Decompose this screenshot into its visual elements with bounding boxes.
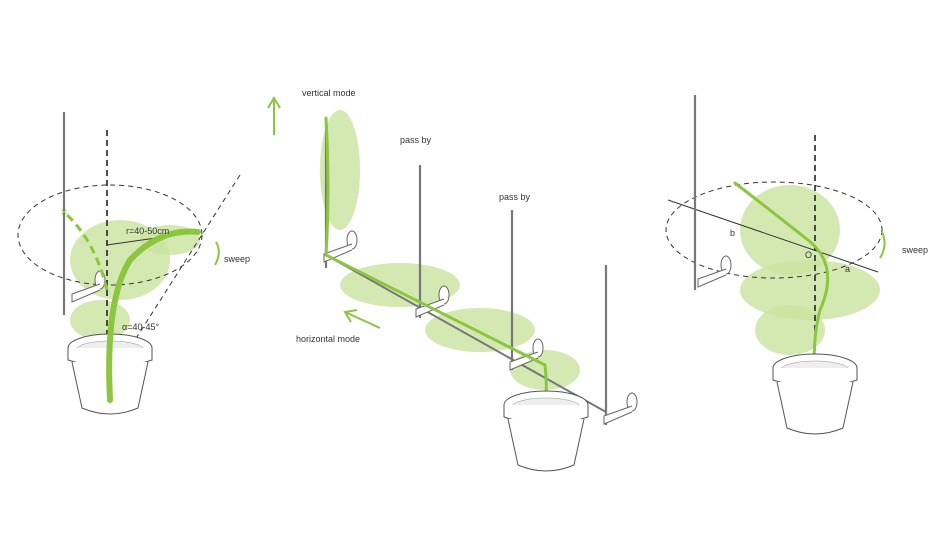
- left-arrow-icon: [343, 309, 381, 329]
- b-label: b: [730, 228, 735, 238]
- left-plant-diagram: × r=40-50cm α=40-45° sweep: [17, 112, 250, 415]
- a-label: a: [845, 264, 850, 274]
- flower-pot: [772, 353, 858, 435]
- pass-by-label-2: pass by: [499, 192, 531, 202]
- sweep-label: sweep: [902, 245, 928, 255]
- radius-label: r=40-50cm: [126, 226, 169, 236]
- sweep-ellipse: [17, 184, 203, 286]
- flower-pot: [503, 390, 589, 472]
- vertical-mode-label: vertical mode: [302, 88, 356, 98]
- angle-label: α=40-45°: [122, 322, 159, 332]
- horizontal-mode-label: horizontal mode: [296, 334, 360, 344]
- up-arrow-icon: [267, 96, 281, 135]
- right-plant-diagram: b O a sweep: [665, 95, 928, 435]
- middle-plant-diagram: vertical mode pass by pass by horizontal…: [267, 88, 638, 472]
- o-label: O: [805, 250, 812, 260]
- svg-text:×: ×: [60, 205, 67, 219]
- pass-by-label-1: pass by: [400, 135, 432, 145]
- sweep-label: sweep: [224, 254, 250, 264]
- sweep-arrow-icon: [214, 241, 220, 266]
- sweep-ellipse: [665, 181, 883, 279]
- sweep-arrow-icon: [879, 231, 886, 259]
- plant-stem: [106, 228, 201, 403]
- leaves: [740, 185, 880, 355]
